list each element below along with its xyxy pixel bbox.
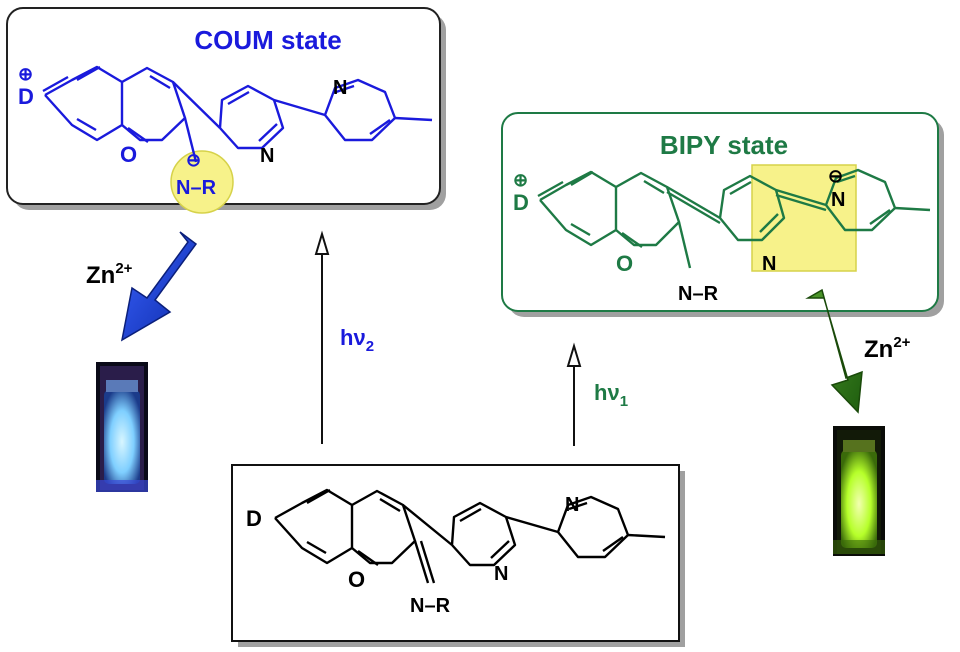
bipy-d-label: D — [513, 190, 529, 215]
zn-arrow-blue — [120, 231, 198, 342]
ground-o-label: O — [348, 567, 365, 592]
bipy-o-label: O — [616, 251, 633, 276]
ground-molecule — [274, 488, 666, 584]
coum-molecule — [42, 65, 433, 163]
coum-plus-charge: ⊕ — [18, 64, 33, 84]
coum-minus-charge: ⊖ — [186, 150, 201, 170]
bipy-nr-label: N–R — [678, 283, 719, 305]
coum-highlight — [170, 150, 234, 214]
bipy-title: BIPY state — [660, 130, 788, 160]
bipy-plus-charge: ⊕ — [513, 170, 528, 190]
ground-bipy-n-top: N — [565, 494, 579, 516]
coum-title: COUM state — [194, 25, 341, 55]
ground-bipy-n-bottom: N — [494, 563, 508, 585]
coum-d-label: D — [18, 84, 34, 109]
coum-state-panel: COUM state ⊕ D O ⊖ N–R N N — [6, 7, 446, 214]
coum-bipy-n-bottom: N — [260, 145, 274, 167]
hv1-label: hν1 — [594, 380, 628, 410]
bipy-molecule — [537, 168, 931, 269]
vial-blue-photo — [96, 362, 148, 492]
zn-label-right: Zn2+ — [864, 334, 911, 363]
zn-label-left: Zn2+ — [86, 260, 133, 289]
hv2-arrow — [314, 230, 330, 444]
bipy-state-panel: BIPY state ⊕ D O N–R ⊖ N N — [501, 112, 944, 317]
ground-d-label: D — [246, 506, 262, 531]
vial-green-photo — [833, 426, 885, 556]
coum-nr-label: N–R — [176, 177, 217, 199]
bipy-n-bottom: N — [762, 253, 776, 275]
coum-bipy-n-top: N — [333, 77, 347, 99]
ground-nr-label: N–R — [410, 595, 451, 617]
zn-arrow-green — [805, 288, 863, 414]
hv1-arrow — [566, 342, 582, 446]
ground-state-panel: D O N–R N N — [231, 464, 685, 647]
hv2-label: hν2 — [340, 325, 374, 355]
bipy-minus-charge: ⊖ — [828, 166, 843, 186]
bipy-n-top: N — [831, 189, 845, 211]
coum-o-label: O — [120, 142, 137, 167]
